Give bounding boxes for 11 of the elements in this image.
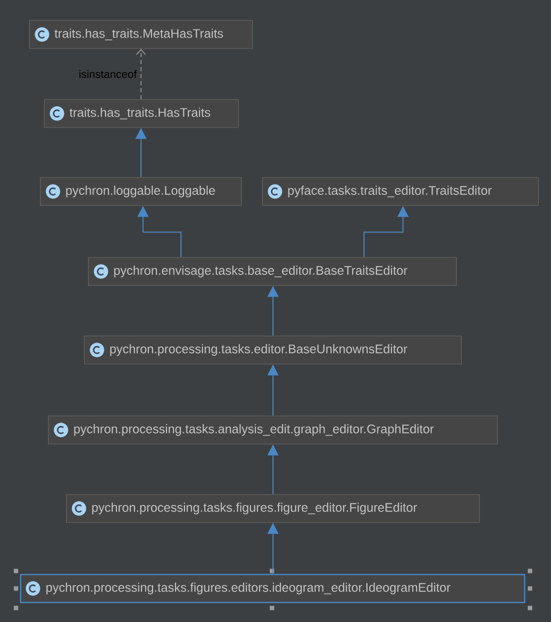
class-box: pychron.processing.tasks.figures.editors.ideogram_editor.IdeogramEditor [20, 574, 526, 604]
class-box: pychron.processing.tasks.figures.figure_editor.FigureEditor [66, 494, 480, 523]
class-box: traits.has_traits.MetaHasTraits [29, 20, 253, 49]
class-box: pychron.loggable.Loggable [40, 177, 242, 206]
class-box: traits.has_traits.HasTraits [44, 99, 239, 128]
class-box: pychron.processing.tasks.analysis_edit.graph_editor.GraphEditor [48, 416, 498, 444]
class-box: pychron.envisage.tasks.base_editor.BaseTraitsEditor [88, 257, 457, 286]
class-box: pyface.tasks.traits_editor.TraitsEditor [262, 177, 539, 206]
edge-label: isinstanceof [79, 70, 137, 78]
class-box: pychron.processing.tasks.editor.BaseUnknownsEditor [84, 336, 462, 364]
arrow [136, 48, 146, 100]
